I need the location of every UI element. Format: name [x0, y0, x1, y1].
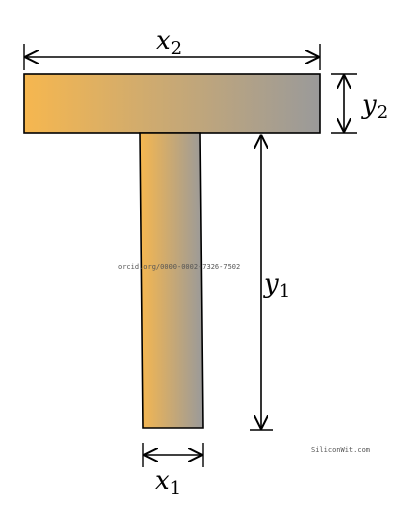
x1-dimension: x1: [142, 443, 204, 499]
x2-label: x2: [156, 26, 182, 59]
x1-label: x1: [155, 466, 181, 499]
x2-dimension: x2: [23, 26, 321, 70]
y2-label: y2: [361, 90, 388, 123]
top-flange: [23, 73, 321, 134]
y2-dimension: y2: [331, 73, 388, 134]
site-watermark: SiliconWit.com: [311, 446, 370, 454]
y1-dimension: y1: [250, 136, 290, 431]
web: [139, 132, 204, 429]
y1-label: y1: [263, 269, 290, 302]
orcid-watermark: orcid.org/0000-0002-7326-7502: [118, 263, 240, 271]
